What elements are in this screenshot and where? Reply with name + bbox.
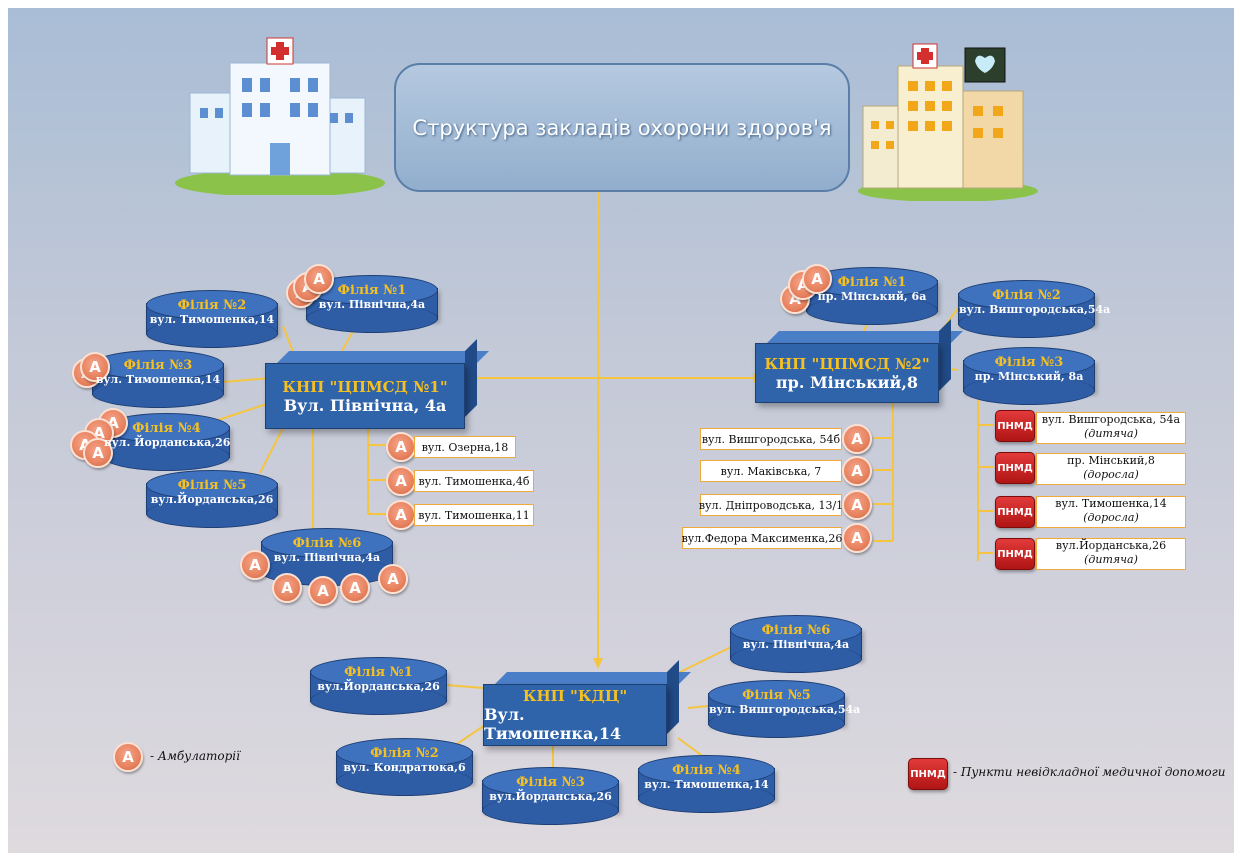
ambulatory-icon: А [386, 500, 416, 530]
kdc-branch-1: Філія №1 вул.Йорданська,26 [310, 657, 447, 715]
knp2-name: КНП "ЦПМСД №2" [764, 354, 930, 373]
knp2-branch-2: Філія №2 вул. Вишгородська,54а [958, 280, 1110, 338]
knp1-address: Вул. Північна, 4а [283, 395, 447, 415]
knp2-ambulatory-3: вул. Дніпроводська, 13/1 [699, 494, 843, 516]
knp2-ambulatory-4: вул.Федора Максименка,26 [682, 527, 842, 549]
knp-cpmsd-2-box: КНП "ЦПМСД №2" пр. Мінський,8 [755, 319, 963, 403]
ambulatory-icon: А [842, 490, 872, 520]
knp1-ambulatory-1: вул. Озерна,18 [414, 436, 516, 458]
ambulatory-icon: А [308, 576, 338, 606]
knp1-name: КНП "ЦПМСД №1" [282, 377, 448, 396]
legend-ambulatory-text: - Амбулаторії [150, 749, 240, 763]
knp2-ambulatory-1: вул. Вишгородська, 54б [700, 428, 842, 450]
knp1-branch-1: Філія №1 вул. Північна,4а [306, 275, 438, 333]
legend-pnmd-icon: ПНМД [908, 758, 948, 790]
legend-pnmd-text: - Пункти невідкладної медичної допомоги [953, 765, 1226, 779]
ambulatory-icon: А [304, 264, 334, 294]
knp1-ambulatory-3: вул. Тимошенка,11 [414, 504, 534, 526]
kdc-branch-5: Філія №5 вул. Вишгородська,54а [708, 680, 860, 738]
ambulatory-icon: А [340, 573, 370, 603]
ambulatory-icon: А [378, 564, 408, 594]
ambulatory-icon: А [802, 264, 832, 294]
ambulatory-icon: А [80, 352, 110, 382]
knp2-address: пр. Мінський,8 [775, 372, 919, 392]
hospital-building-left-icon [170, 23, 390, 197]
kdc-name: КНП "КДЦ" [522, 687, 628, 705]
pnmd-icon: ПНМД [995, 410, 1035, 442]
knp1-branch-5: Філія №5 вул.Йорданська,26 [146, 470, 278, 528]
knp1-branch-6: Філія №6 вул. Північна,4а [261, 528, 393, 586]
ambulatory-icon: А [240, 550, 270, 580]
knp-kdc-box: КНП "КДЦ" Вул. Тимошенка,14 [483, 660, 691, 746]
diagram-canvas: Структура закладів охорони здоров'я КНП … [8, 8, 1234, 853]
kdc-address: Вул. Тимошенка,14 [484, 705, 622, 743]
knp2-branch-1: Філія №1 пр. Мінський, 6а [806, 267, 938, 325]
kdc-branch-3: Філія №3 вул.Йорданська,26 [482, 767, 619, 825]
diagram-title: Структура закладів охорони здоров'я [394, 63, 850, 192]
hospital-building-right-icon [853, 36, 1043, 202]
ambulatory-icon: А [386, 432, 416, 462]
knp1-branch-2: Філія №2 вул. Тимошенка,14 [146, 290, 278, 348]
pnmd-icon: ПНМД [995, 452, 1035, 484]
knp2-pnmd-1: вул. Вишгородська, 54а(дитяча) [1036, 412, 1186, 444]
knp1-branch-4: Філія №4 вул. Йорданська,26 [103, 413, 230, 471]
knp1-ambulatory-2: вул. Тимошенка,4б [414, 470, 534, 492]
ambulatory-icon: А [842, 424, 872, 454]
knp1-branch-3: Філія №3 вул. Тимошенка,14 [92, 350, 224, 408]
pnmd-icon: ПНМД [995, 496, 1035, 528]
ambulatory-icon: А [386, 466, 416, 496]
ambulatory-icon: А [83, 438, 113, 468]
knp-cpmsd-1-box: КНП "ЦПМСД №1" Вул. Північна, 4а [265, 339, 489, 429]
ambulatory-icon: А [272, 573, 302, 603]
kdc-branch-2: Філія №2 вул. Кондратюка,6 [336, 738, 473, 796]
kdc-branch-6: Філія №6 вул. Північна,4а [730, 615, 862, 673]
knp2-pnmd-4: вул.Йорданська,26(дитяча) [1036, 538, 1186, 570]
legend-ambulatory-icon: А [113, 742, 143, 772]
knp2-pnmd-3: вул. Тимошенка,14(доросла) [1036, 496, 1186, 528]
ambulatory-icon: А [842, 456, 872, 486]
knp2-branch-3: Філія №3 пр. Мінський, 8а [963, 347, 1095, 405]
knp2-pnmd-2: пр. Мінський,8(доросла) [1036, 453, 1186, 485]
pnmd-icon: ПНМД [995, 538, 1035, 570]
kdc-branch-4: Філія №4 вул. Тимошенка,14 [638, 755, 775, 813]
ambulatory-icon: А [842, 523, 872, 553]
knp2-ambulatory-2: вул. Маківська, 7 [700, 460, 842, 482]
